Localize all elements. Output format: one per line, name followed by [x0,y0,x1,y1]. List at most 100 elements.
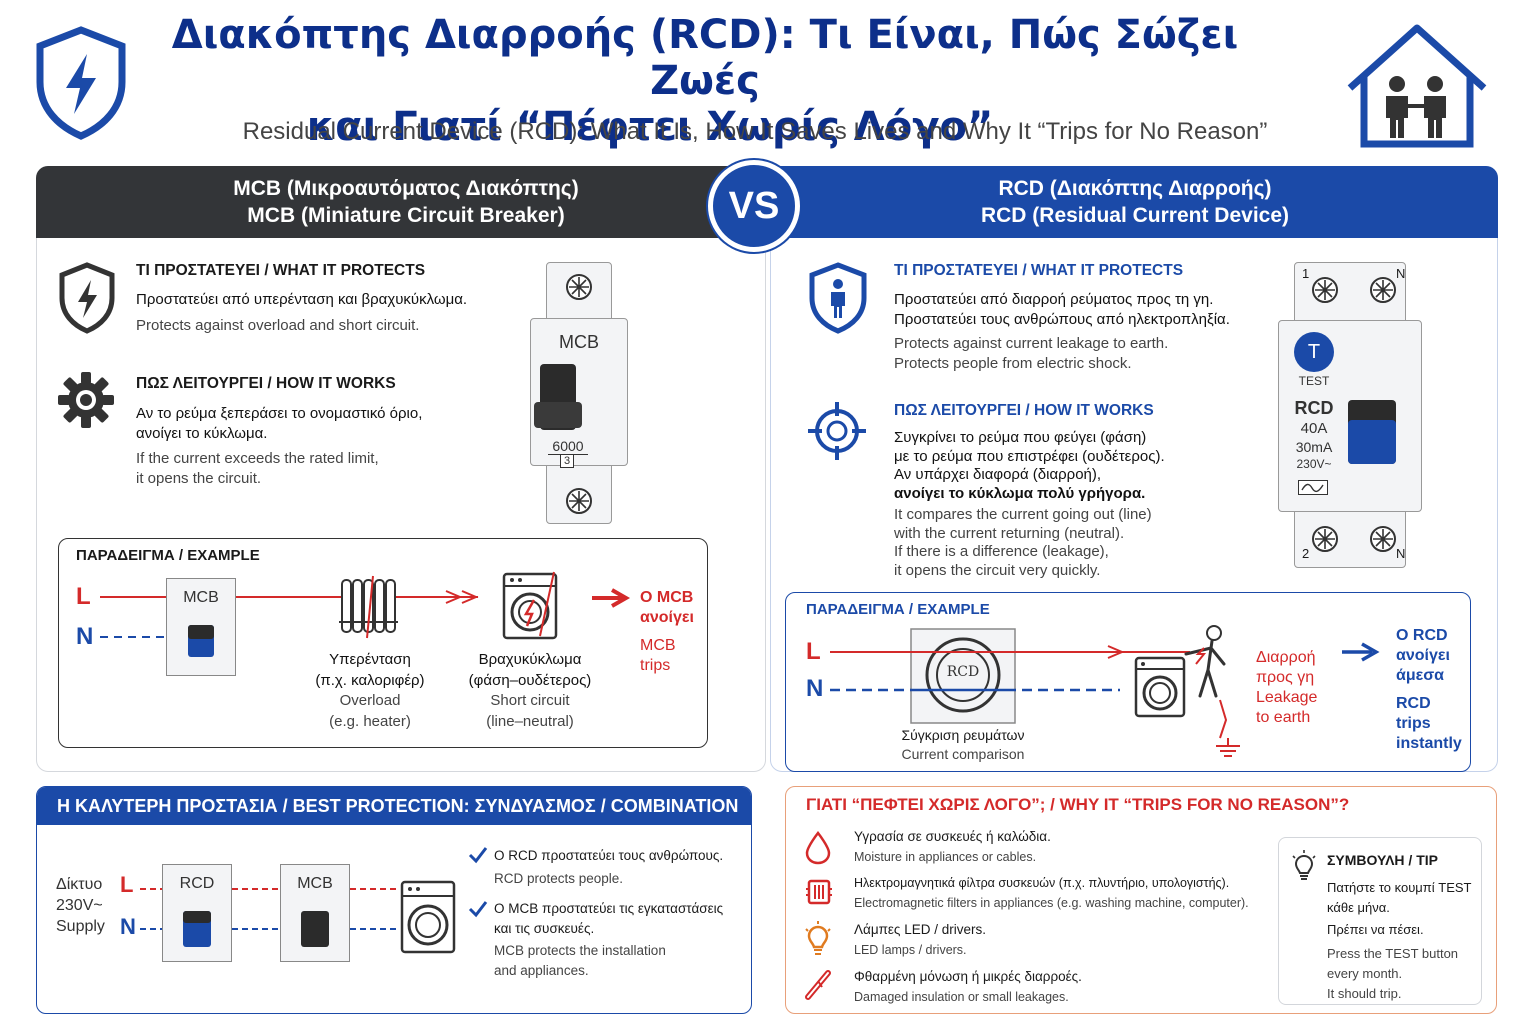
mcb-protects-gr: Προστατεύει από υπερένταση και βραχυκύκλ… [136,291,468,308]
rcd-result-en-1: RCD [1396,695,1431,712]
rcd-protects-gr-1: Προστατεύει από διαρροή ρεύματος προς τη… [894,291,1214,308]
mcb-device-label: MCB [559,332,599,352]
rcd-device-label: RCD [1294,398,1334,418]
rcd-test-button[interactable]: T [1294,332,1334,372]
rcd-core-icon: RCD [910,628,1016,724]
mcb-protects-title: ΤΙ ΠΡΟΣΤΑΤΕΥΕΙ / WHAT IT PROTECTS [136,262,426,279]
leak-gr-2: προς γη [1256,669,1315,686]
mcb-result-gr-2: ανοίγει [640,609,694,626]
compare-gr: Σύγκριση ρευμάτων [901,727,1025,743]
mcb-example-box [58,538,708,748]
mcb-works-gr-2: ανοίγει το κύκλωμα. [136,424,268,442]
rcd-toggle-blue [1348,420,1396,464]
overload-gr-2: (π.χ. καλοριφέρ) [315,671,425,689]
check-icon [468,846,488,864]
leakage-label: Διαρροή προς γη Leakage to earth [1256,648,1317,728]
tip-en-2: every month. [1327,966,1403,981]
mcb-toggle-base [534,402,582,428]
mcb-device: MCB 6000 3 [530,262,628,524]
rcd-works-gr-3: Αν υπάρχει διαφορά (διαρροή), [894,466,1102,483]
leak-en-1: Leakage [1256,689,1318,706]
supply-1: Δίκτυο [56,876,103,893]
rcd-protects-title: ΤΙ ΠΡΟΣΤΑΤΕΥΕΙ / WHAT IT PROTECTS [894,262,1184,279]
rcd-header: RCD (Διακόπτης Διαρροής) RCD (Residual C… [772,166,1498,238]
mcb-line-n-label: N [76,623,94,650]
gear-icon [56,370,116,430]
best-mcb-toggle [301,911,329,947]
check2-en-1: MCB protects the installation [494,943,666,958]
rcd-works-gr-4: ανοίγει το κύκλωμα πολύ γρήγορα. [894,484,1146,502]
mcb-class: 3 [560,454,574,468]
rcd-line-l-label: L [806,638,821,665]
best-rcd-toggle-top [183,911,211,923]
rcd-works-en-2: with the current returning (neutral). [894,524,1125,542]
mcb-example-toggle-top [188,625,214,639]
mcb-protects-en: Protects against overload and short circ… [136,316,420,334]
lightbulb-icon [1291,850,1317,882]
rcd-works-en-3: If there is a difference (leakage), [894,543,1109,560]
best-mcb-device: MCB [280,864,350,962]
rcd-result-gr-1: Ο RCD [1396,627,1448,644]
short-en-2: (line–neutral) [486,712,574,730]
washing-machine-icon [400,880,456,954]
mcb-trips-result: Ο MCB ανοίγει MCB trips [640,588,694,676]
rcd-works-en-1: It compares the current going out (line) [894,506,1152,523]
compare-en: Current comparison [901,746,1025,762]
house-family-icon [1344,22,1490,150]
rcd-trips-result: Ο RCD ανοίγει άμεσα RCD trips instantly [1396,626,1462,754]
mcb-header: MCB (Μικροαυτόματος Διακόπτης) MCB (Mini… [36,166,776,238]
mcb-result-en-2: trips [640,657,671,674]
rcd-line-n-label: N [806,675,824,702]
mcb-works-gr-1: Αν το ρεύμα ξεπεράσει το ονομαστικό όριο… [136,405,423,422]
header-shield-icon [34,26,128,140]
screw-icon [1370,526,1396,552]
screw-icon [1312,277,1338,303]
mcb-works-en-1: If the current exceeds the rated limit, [136,450,379,467]
rcd-result-en-2: trips [1396,715,1431,732]
rcd-term-n-bottom: N [1396,546,1406,561]
page-title: Διακόπτης Διαρροής (RCD): Τι Είναι, Πώς … [171,12,1239,150]
why-item-3-en: Damaged insulation or small leakages. [854,990,1069,1004]
why-item-1-gr: Ηλεκτρομαγνητικά φίλτρα συσκευών (π.χ. π… [854,876,1230,890]
tip-en-3: It should trip. [1327,986,1402,1001]
vs-badge: VS [708,160,800,252]
rcd-result-gr-2: ανοίγει [1396,647,1450,664]
mcb-rating: 6000 [548,438,588,455]
rcd-term-1: 1 [1302,266,1310,281]
tip-en-1: Press the TEST button [1327,946,1459,961]
rcd-works-gr-1: Συγκρίνει το ρεύμα που φεύγει (φάση) [894,429,1147,446]
check2-en-2: and appliances. [494,962,589,978]
person-shock-icon [1180,624,1234,720]
why-item-1-en: Electromagnetic filters in appliances (e… [854,896,1249,910]
tip-gr-2: κάθε μήνα. [1327,900,1390,915]
screw-icon [1312,526,1338,552]
screw-icon [1370,277,1396,303]
tip-gr-1: Πατήστε το κουμπί TEST [1327,880,1472,895]
rcd-header-en: RCD (Residual Current Device) [980,204,1290,227]
check2-gr-1: Ο MCB προστατεύει τις εγκαταστάσεις [494,901,724,916]
screw-icon [566,274,592,300]
page-subtitle: Residual Current Device (RCD): What It I… [242,118,1268,145]
best-mcb-label: MCB [297,875,333,892]
supply-2: 230V~ [56,897,103,914]
rcd-result-gr-3: άμεσα [1396,667,1444,684]
mcb-result-en-1: MCB [640,637,676,654]
rcd-term-n-top: N [1396,266,1406,281]
overload-en-1: Overload [339,692,401,709]
mcb-example-label: MCB [183,589,219,606]
washing-machine-short-icon [500,570,560,642]
check2-gr-2: και τις συσκευές. [494,920,595,936]
mcb-works-en-2: it opens the circuit. [136,469,262,487]
tip-gr-3: Πρέπει να πέσει. [1327,922,1424,937]
check-icon [468,900,488,918]
washing-machine-icon [1134,656,1186,718]
supply-label: Δίκτυο 230V~ Supply [56,874,105,937]
best-line-n-label: N [120,914,136,939]
radiator-icon [336,574,400,640]
rcd-example-box [785,592,1471,772]
rcd-protects-en-1: Protects against current leakage to eart… [894,335,1169,352]
rcd-works-title: ΠΩΣ ΛΕΙΤΟΥΡΓΕΙ / HOW IT WORKS [894,402,1154,419]
rcd-core-label: RCD [946,664,980,680]
leak-en-2: to earth [1256,709,1311,726]
leak-gr-1: Διαρροή [1256,649,1316,666]
